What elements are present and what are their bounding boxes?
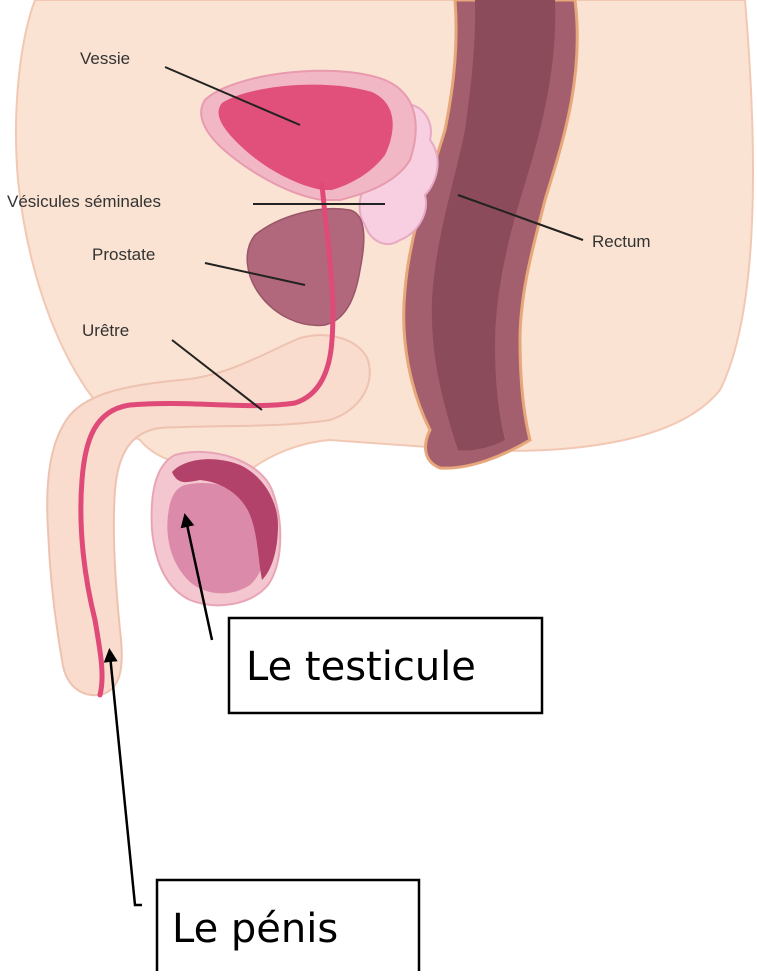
callout-testicule: Le testicule: [246, 644, 476, 690]
callout-penis: Le pénis: [172, 906, 338, 952]
penis-arrow: [110, 655, 142, 905]
label-vesicules-seminales: Vésicules séminales: [7, 192, 161, 211]
label-vessie: Vessie: [80, 49, 130, 68]
label-uretre: Urêtre: [82, 321, 129, 340]
label-rectum: Rectum: [592, 232, 651, 251]
label-prostate: Prostate: [92, 245, 155, 264]
